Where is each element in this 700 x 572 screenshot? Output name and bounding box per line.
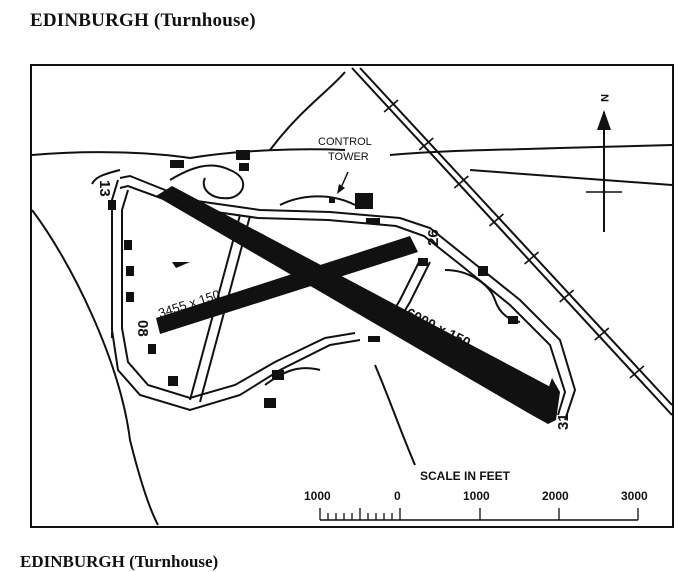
- dispersal-pan: [272, 370, 284, 380]
- building: [236, 150, 250, 160]
- runway-13-31: [156, 186, 560, 424]
- railway-tick: [629, 365, 645, 379]
- railway-tick: [383, 99, 399, 113]
- road-east: [469, 169, 673, 186]
- dispersal-pan: [264, 398, 276, 408]
- control-tower-arrowhead: [337, 184, 345, 194]
- runway-end-08: 08: [134, 320, 151, 337]
- dispersal-pan: [508, 316, 518, 324]
- runways: [156, 186, 560, 424]
- runway-end-13: 13: [96, 180, 113, 197]
- wind-tee: [172, 262, 190, 268]
- scale-tick-label: 2000: [542, 489, 569, 503]
- runway-08-26: [156, 236, 418, 334]
- scale-tick-label: 1000: [304, 489, 331, 503]
- runway-31-threshold: [545, 378, 560, 424]
- north-arrow-head: [597, 110, 611, 130]
- dispersal-pan: [126, 292, 134, 302]
- road-north: [269, 71, 346, 151]
- railway-tick: [488, 213, 504, 227]
- dispersal-pan: [126, 266, 134, 276]
- building: [170, 160, 184, 168]
- dispersal-pan: [368, 336, 380, 342]
- buildings: [108, 150, 518, 408]
- dispersal-pan: [108, 200, 116, 210]
- dispersal-pan: [418, 258, 428, 266]
- road-northeast: [389, 144, 673, 156]
- scale-tick-label: 3000: [621, 489, 648, 503]
- road-south: [374, 364, 416, 466]
- dispersal-pan: [478, 266, 488, 276]
- control-tower-building: [329, 197, 335, 203]
- north-label: N: [598, 94, 610, 102]
- dispersal-pan: [168, 376, 178, 386]
- runway-end-31: 31: [555, 413, 572, 430]
- building: [239, 163, 249, 171]
- railway-tick: [524, 251, 540, 265]
- scale-ticks: [319, 508, 639, 520]
- building: [366, 218, 380, 224]
- railway-tick: [453, 175, 469, 189]
- page-title: EDINBURGH (Turnhouse): [30, 10, 256, 31]
- runway-end-26: 26: [425, 229, 442, 246]
- footer-caption: EDINBURGH (Turnhouse): [20, 552, 219, 571]
- scale-bar: SCALE IN FEET 1000 0 1000 2000 3000: [304, 469, 648, 521]
- boundary-road-west: [31, 209, 159, 526]
- control-tower-label-line1: CONTROL: [318, 136, 372, 148]
- road-west-stub: [91, 169, 121, 185]
- scale-tick-label: 1000: [463, 489, 490, 503]
- terrain-lines: [31, 71, 673, 526]
- dispersal-pan: [124, 240, 132, 250]
- railway-ticks: [383, 99, 645, 379]
- hangar: [355, 193, 373, 209]
- boundary-road-north: [31, 148, 346, 160]
- railway-line: [351, 67, 673, 416]
- north-arrow: N: [586, 94, 622, 232]
- dispersal-pan: [148, 344, 156, 354]
- railway-tick: [594, 327, 610, 341]
- scale-title: SCALE IN FEET: [420, 469, 511, 483]
- railway-tick: [559, 289, 575, 303]
- railway-tick: [418, 137, 434, 151]
- scale-tick-label: 0: [394, 489, 401, 503]
- control-tower-label-line2: TOWER: [328, 151, 369, 163]
